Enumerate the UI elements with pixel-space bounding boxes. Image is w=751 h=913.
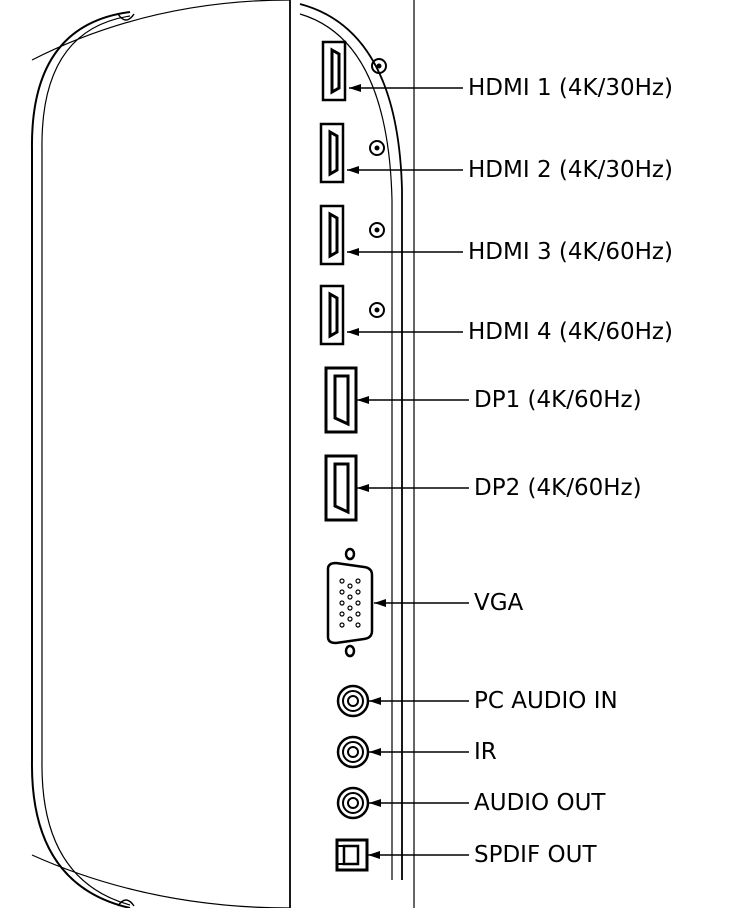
hdmi4-port-contact xyxy=(328,291,339,339)
ir-connector xyxy=(336,735,469,769)
port-label-dp1: DP1 (4K/60Hz) xyxy=(474,387,642,413)
vga-bottom-screw-hole xyxy=(344,644,356,658)
panel-outer-edge xyxy=(299,3,403,880)
vga-connector xyxy=(326,547,469,658)
hdmi4-leader-arrow xyxy=(347,328,359,336)
hdmi4-screw-center xyxy=(374,307,380,313)
vga-pin xyxy=(339,611,345,617)
hdmi3-port-contact xyxy=(328,211,339,259)
hdmi3-screw-center xyxy=(374,227,380,233)
vga-pin xyxy=(355,600,361,606)
spdif-out-leader-arrow xyxy=(368,851,380,859)
dp2-connector xyxy=(324,454,469,522)
audio-out-jack-hole xyxy=(347,797,359,809)
hdmi3-connector xyxy=(319,204,463,266)
dp2-port-contact xyxy=(333,462,350,515)
ir-jack-hole xyxy=(347,746,359,758)
port-label-hdmi1: HDMI 1 (4K/30Hz) xyxy=(468,75,673,101)
pc-audio-in-connector xyxy=(336,684,469,718)
chassis-outer-edge xyxy=(30,11,131,909)
vga-pin xyxy=(347,594,353,600)
hdmi1-port-contact xyxy=(330,47,341,95)
vga-pin xyxy=(355,589,361,595)
vga-port-outline xyxy=(326,561,374,645)
hdmi4-screw xyxy=(369,302,385,318)
audio-out-leader-arrow xyxy=(369,799,381,807)
audio-out-connector xyxy=(336,786,469,820)
vga-pin xyxy=(347,616,353,622)
hdmi3-screw xyxy=(369,222,385,238)
spdif-out-connector xyxy=(335,838,469,872)
pc-audio-in-jack-ring xyxy=(342,690,364,712)
audio-out-jack-ring xyxy=(342,792,364,814)
vga-pin xyxy=(355,578,361,584)
hdmi1-leader-arrow xyxy=(349,84,361,92)
hdmi1-connector xyxy=(321,40,463,102)
port-label-spdif-out: SPDIF OUT xyxy=(474,842,597,868)
port-label-vga: VGA xyxy=(474,590,524,616)
port-label-ir: IR xyxy=(474,739,497,765)
port-label-hdmi3: HDMI 3 (4K/60Hz) xyxy=(468,239,673,265)
vga-pin xyxy=(339,589,345,595)
vga-pin xyxy=(347,583,353,589)
hdmi4-connector xyxy=(319,284,463,346)
vga-pin xyxy=(347,605,353,611)
port-label-hdmi2: HDMI 2 (4K/30Hz) xyxy=(468,157,673,183)
bottom-screw xyxy=(117,899,135,907)
pc-audio-in-leader-arrow xyxy=(369,697,381,705)
dp1-connector xyxy=(324,366,469,434)
dp1-port-contact xyxy=(333,374,350,427)
vga-top-screw-hole xyxy=(344,547,356,561)
panel-inner-edge xyxy=(299,13,393,880)
vga-pin xyxy=(339,578,345,584)
hdmi2-screw xyxy=(369,140,385,156)
port-label-audio-out: AUDIO OUT xyxy=(474,790,606,816)
vga-pin xyxy=(339,600,345,606)
hdmi1-screw xyxy=(371,58,387,74)
hdmi2-leader-arrow xyxy=(347,166,359,174)
port-label-pc-audio-in: PC AUDIO IN xyxy=(474,688,618,714)
vga-pin xyxy=(355,611,361,617)
top-screw xyxy=(117,13,135,21)
port-label-hdmi4: HDMI 4 (4K/60Hz) xyxy=(468,319,673,345)
spdif-out-port-outline xyxy=(335,838,369,872)
ir-jack-ring xyxy=(342,741,364,763)
vga-pin xyxy=(339,622,345,628)
dp1-port-outline xyxy=(324,366,358,434)
hdmi2-port-contact xyxy=(328,129,339,177)
port-label-dp2: DP2 (4K/60Hz) xyxy=(474,475,642,501)
dp1-leader-arrow xyxy=(357,396,369,404)
hdmi3-leader-arrow xyxy=(347,248,359,256)
vga-pin xyxy=(355,622,361,628)
chassis-bottom-edge xyxy=(31,854,291,909)
chassis-inner-edge xyxy=(41,15,131,906)
vga-leader-arrow xyxy=(374,599,386,607)
hdmi1-screw-center xyxy=(376,63,382,69)
spdif-out-port-shutter xyxy=(342,844,360,866)
ir-leader-arrow xyxy=(369,748,381,756)
hdmi2-screw-center xyxy=(374,145,380,151)
pc-audio-in-jack-hole xyxy=(347,695,359,707)
chassis-top-edge xyxy=(31,0,291,61)
hdmi2-connector xyxy=(319,122,463,184)
dp2-leader-arrow xyxy=(357,484,369,492)
